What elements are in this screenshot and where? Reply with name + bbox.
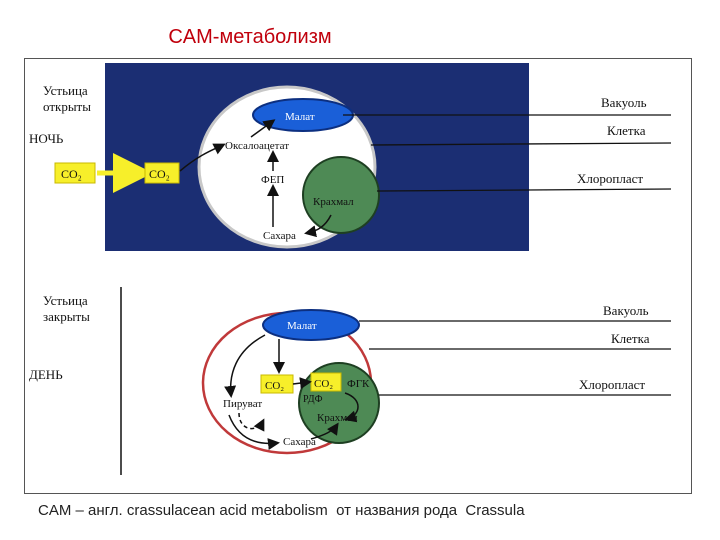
- night-stomata-label-2: открыты: [43, 99, 91, 114]
- day-label-cell: Клетка: [611, 331, 650, 346]
- day-vacuole: [262, 309, 360, 341]
- day-arrow-malate-to-pyruvate: [224, 334, 266, 398]
- day-stomata-label-1: Устьица: [43, 293, 88, 308]
- night-arrow-starch-to-sugars: [304, 214, 332, 238]
- day-co2-cytosol: CO₂: [265, 380, 284, 392]
- night-co2-outside: CO₂: [61, 167, 82, 181]
- caption: CAM – англ. crassulacean acid metabolism…: [38, 502, 525, 519]
- day-label-chloroplast: Хлоропласт: [579, 377, 645, 392]
- night-stomata-label-1: Устьица: [43, 83, 88, 98]
- day-arrow-sugars-to-starch: [310, 422, 339, 440]
- cam-diagram: Устьица открыты НОЧЬ CO₂ Малат Крахмал C…: [29, 63, 672, 475]
- night-sugars: Сахара: [263, 230, 296, 242]
- night-pep: ФЕП: [261, 174, 284, 186]
- night-co2-inside-box: [144, 162, 180, 184]
- day-co2-chloroplast: CO₂: [314, 378, 333, 390]
- day-arrow-pyruvate-to-sugars: [228, 414, 280, 450]
- night-pointer-chloroplast: [376, 188, 672, 192]
- night-label-cell: Клетка: [607, 123, 646, 138]
- night-pointer-cell: [370, 142, 672, 146]
- night-label-vacuole: Вакуоль: [601, 95, 647, 110]
- night-co2-outside-box: [54, 162, 96, 184]
- page-title: CAM-метаболизм: [168, 26, 332, 48]
- diagram-frame: Устьица открыты НОЧЬ CO₂ Малат Крахмал C…: [24, 58, 692, 494]
- night-label-chloroplast: Хлоропласт: [577, 171, 643, 186]
- night-malate: Малат: [285, 111, 315, 123]
- day-pyruvate: Пируват: [223, 398, 262, 410]
- night-chloroplast: [302, 156, 380, 234]
- night-arrow-oxaloacetate-to-malate: [250, 119, 276, 138]
- day-starch: Крахмал: [317, 412, 358, 424]
- night-period-label: НОЧЬ: [29, 131, 64, 146]
- day-period-label: ДЕНЬ: [29, 367, 63, 382]
- day-stomata-label-2: закрыты: [43, 309, 90, 324]
- night-oxaloacetate: Оксалоацетат: [225, 140, 289, 152]
- day-arrow-pyruvate-to-sugars-dashed: [238, 412, 265, 432]
- night-starch: Крахмал: [313, 196, 354, 208]
- day-label-vacuole: Вакуоль: [603, 303, 649, 318]
- day-malate: Малат: [287, 320, 317, 332]
- day-pga: ФГК: [347, 378, 370, 390]
- day-rdf: РДФ: [303, 394, 323, 405]
- day-sugars: Сахара: [283, 436, 316, 448]
- day-arrow-co2-into-chloroplast: [292, 377, 312, 390]
- night-arrow-co2-to-oxaloacetate: [179, 143, 226, 172]
- day-calvin-cycle-arrow: [344, 392, 359, 423]
- night-co2-inside: CO₂: [149, 167, 170, 181]
